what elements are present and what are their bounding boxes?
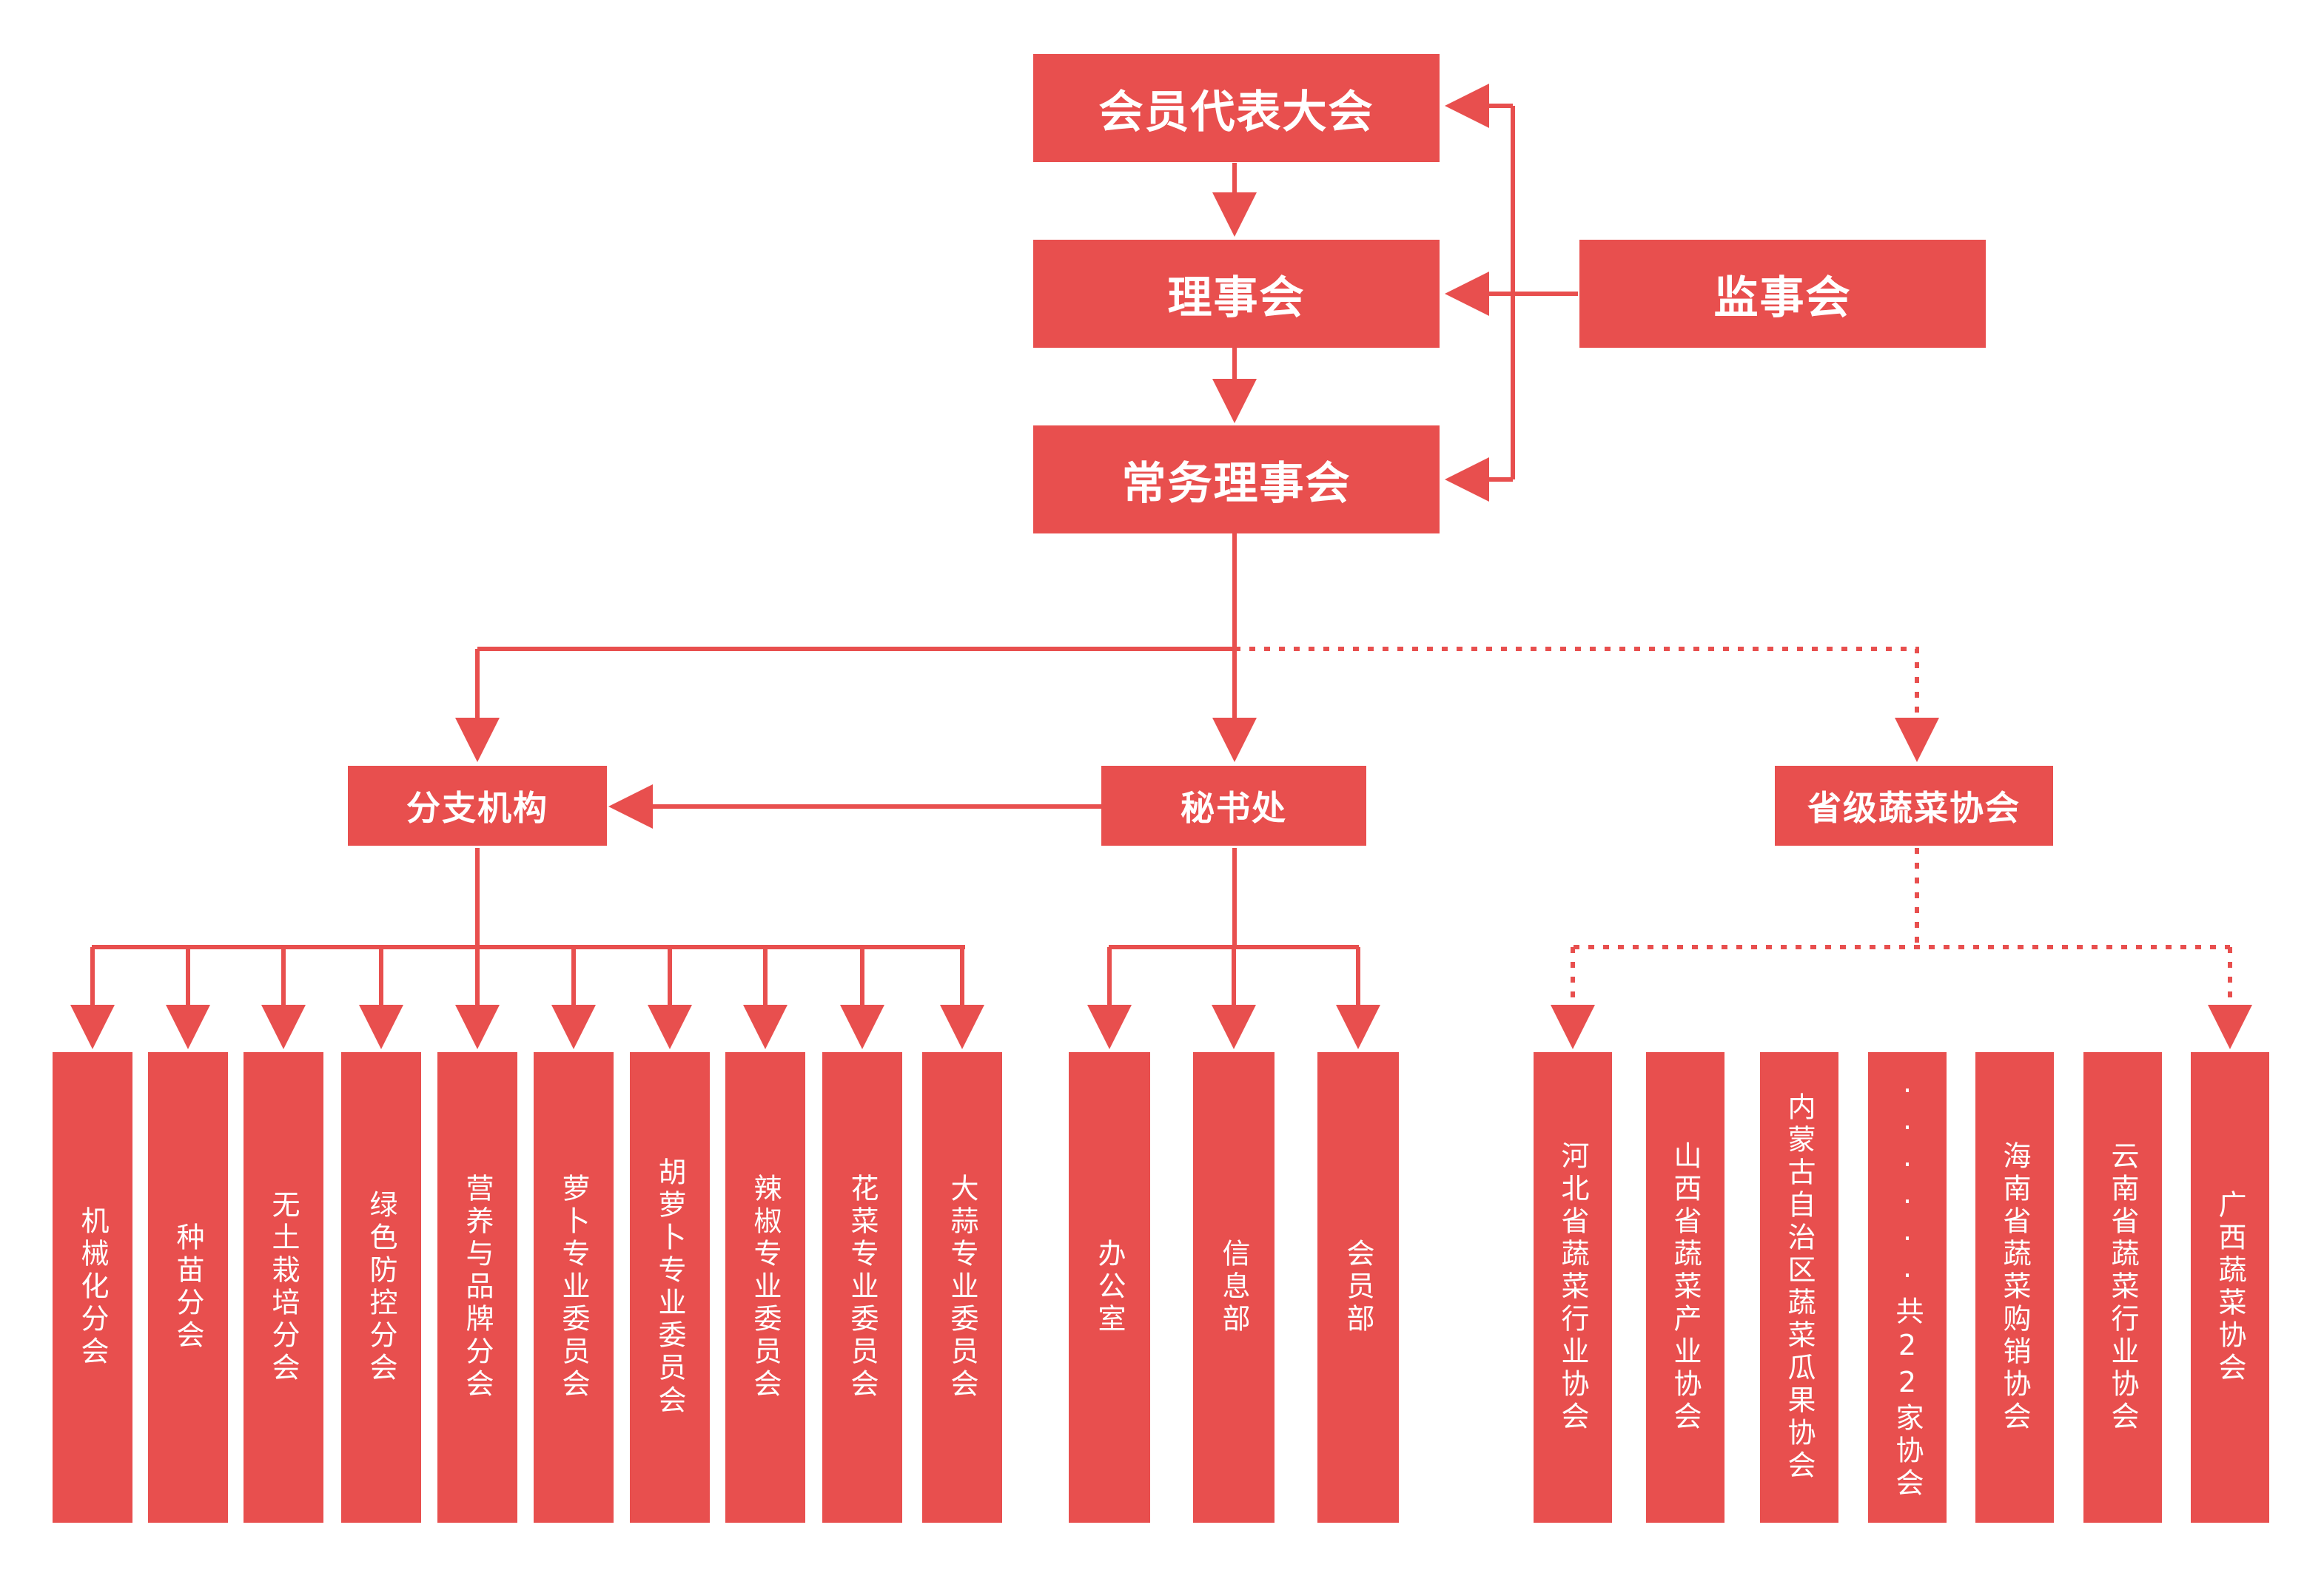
branch-unit-3: 绿色防控分会 xyxy=(341,1052,421,1523)
provincial-unit-3: ······共22家协会 xyxy=(1868,1052,1947,1523)
council-box: 理事会 xyxy=(1033,240,1440,348)
provincial-unit-5: 云南省蔬菜行业协会 xyxy=(2083,1052,2162,1523)
provincial-unit-4: 海南省蔬菜购销协会 xyxy=(1975,1052,2054,1523)
member-assembly-box: 会员代表大会 xyxy=(1033,54,1440,162)
branch-unit-4: 营养与品牌分会 xyxy=(437,1052,517,1523)
branch-unit-7: 辣椒专业委员会 xyxy=(725,1052,805,1523)
secretariat-box: 秘书处 xyxy=(1101,766,1366,846)
branch-unit-5: 萝卜专业委员会 xyxy=(534,1052,614,1523)
branch-unit-1: 种苗分会 xyxy=(148,1052,228,1523)
branch-unit-9: 大蒜专业委员会 xyxy=(922,1052,1002,1523)
branch-unit-2: 无土栽培分会 xyxy=(244,1052,323,1523)
branch-unit-8: 花菜专业委员会 xyxy=(822,1052,902,1523)
provincial-unit-2: 内蒙古自治区蔬菜瓜果协会 xyxy=(1760,1052,1838,1523)
provincial-unit-0: 河北省蔬菜行业协会 xyxy=(1534,1052,1612,1523)
secretariat-unit-1: 信息部 xyxy=(1193,1052,1274,1523)
branch-unit-6: 胡萝卜专业委员会 xyxy=(630,1052,710,1523)
provincial-dotted-bus xyxy=(1574,848,2230,949)
standing-council-box: 常务理事会 xyxy=(1033,425,1440,533)
provincial-box: 省级蔬菜协会 xyxy=(1775,766,2053,846)
branches-box: 分支机构 xyxy=(348,766,607,846)
dotted-to-provincial xyxy=(1235,647,1939,762)
branch-unit-0: 机械化分会 xyxy=(53,1052,132,1523)
supervisory-box: 监事会 xyxy=(1579,240,1986,348)
secretariat-unit-2: 会员部 xyxy=(1317,1052,1399,1523)
provincial-unit-6: 广西蔬菜协会 xyxy=(2191,1052,2269,1523)
secretariat-unit-0: 办公室 xyxy=(1069,1052,1150,1523)
provincial-unit-1: 山西省蔬菜产业协会 xyxy=(1646,1052,1724,1523)
